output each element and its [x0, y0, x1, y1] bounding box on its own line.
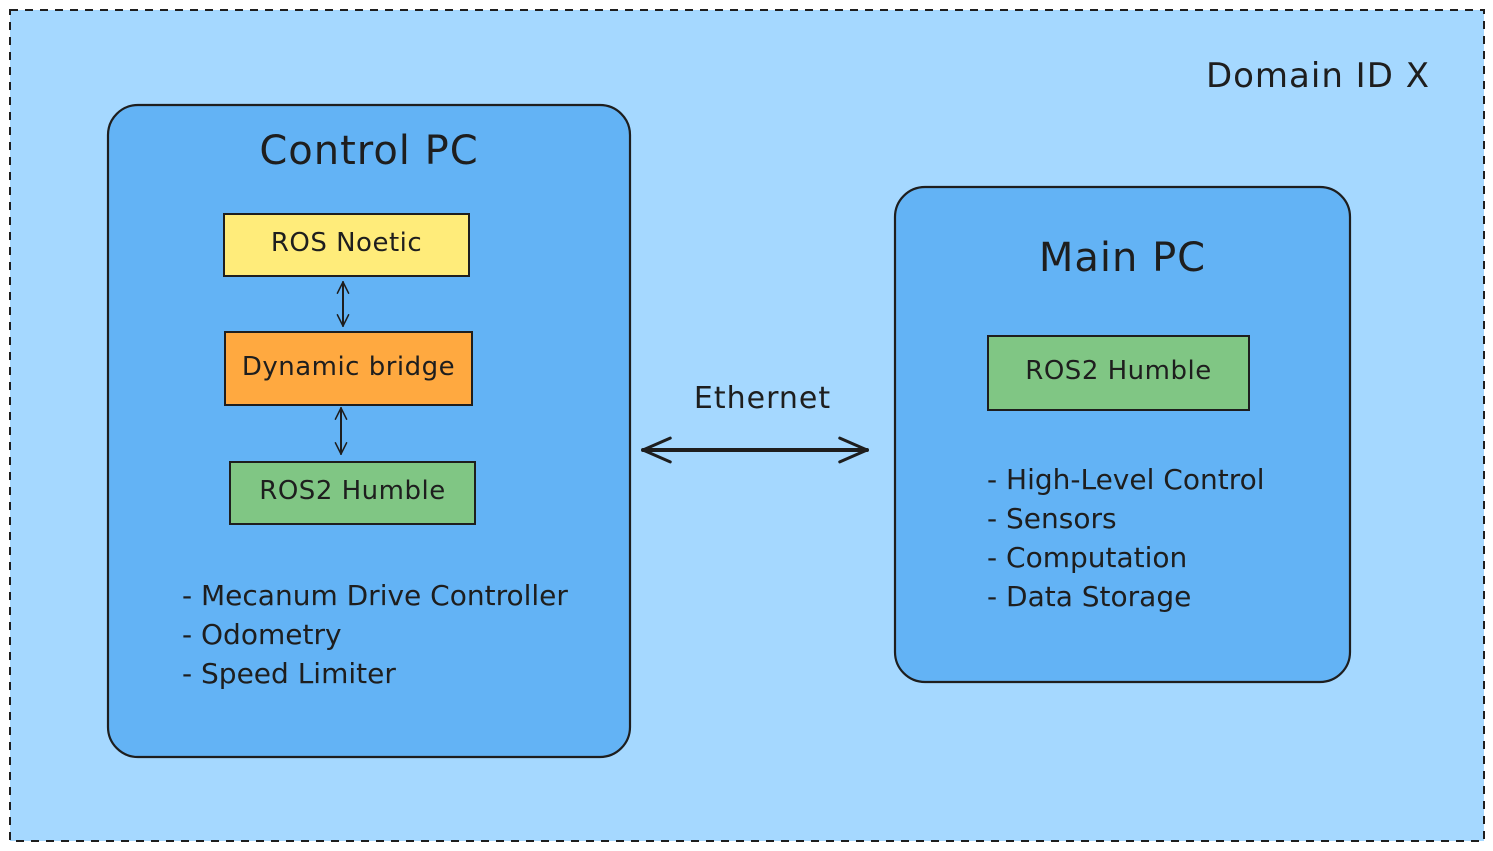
- list-item: Sensors: [987, 499, 1265, 538]
- list-item: Data Storage: [987, 577, 1265, 616]
- ethernet-label: Ethernet: [693, 381, 832, 416]
- ros-noetic-box: [223, 213, 470, 277]
- main-pc-feature-list: High-Level Control Sensors Computation D…: [987, 460, 1265, 616]
- dynamic-bridge-box: [224, 331, 473, 406]
- dynamic-bridge-label: Dynamic bridge: [241, 352, 456, 382]
- domain-label: Domain ID X: [1205, 56, 1430, 96]
- list-item: Odometry: [182, 615, 568, 654]
- main-ros2-humble-label: ROS2 Humble: [1025, 356, 1212, 386]
- control-pc-title: Control PC: [259, 128, 479, 174]
- main-pc-title: Main PC: [1038, 235, 1207, 281]
- main-ros2-humble-box: [987, 335, 1250, 411]
- list-item: Computation: [987, 538, 1265, 577]
- list-item: High-Level Control: [987, 460, 1264, 499]
- control-ros2-humble-box: [229, 461, 476, 525]
- control-pc-feature-list: Mecanum Drive Controller Odometry Speed …: [182, 576, 568, 693]
- list-item: Mecanum Drive Controller: [182, 576, 568, 615]
- list-item: Speed Limiter: [182, 654, 568, 693]
- control-ros2-humble-label: ROS2 Humble: [259, 476, 446, 506]
- ros-noetic-label: ROS Noetic: [270, 228, 423, 258]
